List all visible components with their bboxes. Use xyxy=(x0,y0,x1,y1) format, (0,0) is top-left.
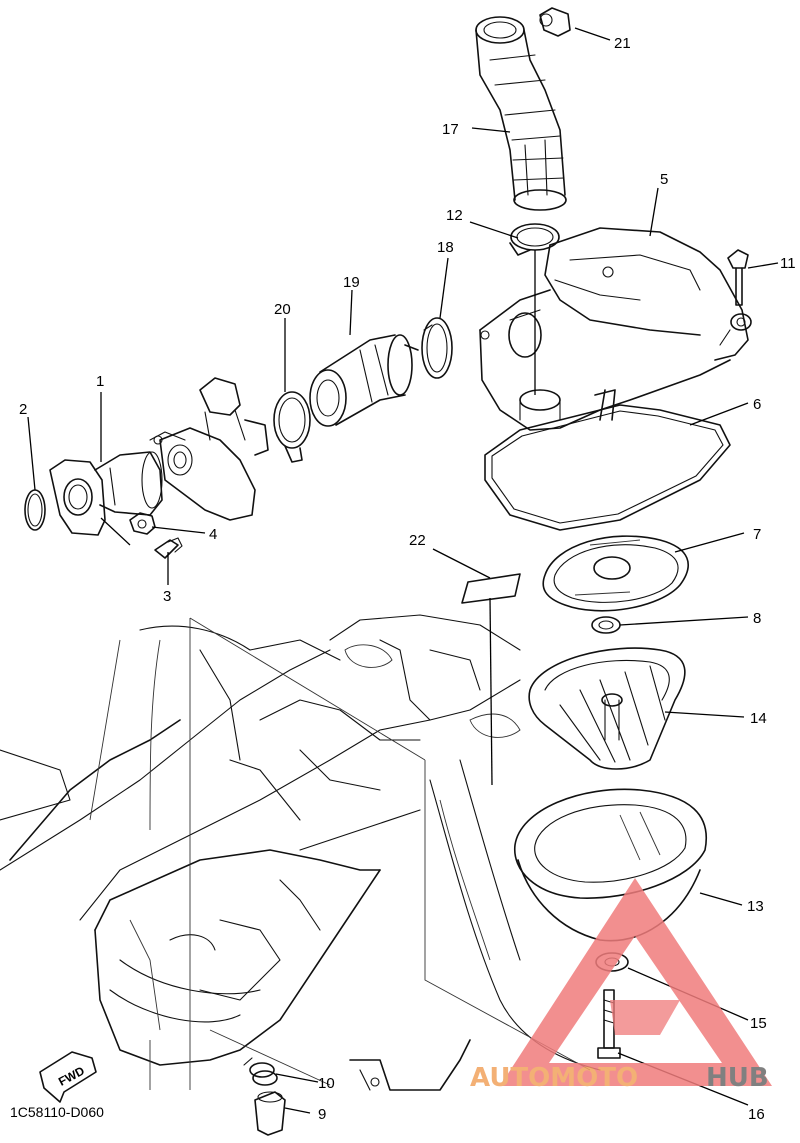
automotohub-logo: AUTOMOTO HUB xyxy=(470,878,772,1093)
grommet-8 xyxy=(591,616,621,634)
element-7 xyxy=(542,535,689,612)
seal-6 xyxy=(484,404,731,531)
callout-labels: 1 2 3 4 5 6 7 8 9 10 11 12 13 14 15 16 1… xyxy=(19,35,796,1123)
callout-9: 9 xyxy=(318,1106,326,1123)
callout-6: 6 xyxy=(753,396,761,413)
callout-2: 2 xyxy=(19,401,27,418)
logo-text-automoto: AUTOMOTO xyxy=(470,1063,638,1093)
bolt-11 xyxy=(727,249,749,306)
callout-16: 16 xyxy=(748,1106,765,1123)
callout-4: 4 xyxy=(209,526,217,543)
fitting-21 xyxy=(539,7,571,37)
frame-body xyxy=(0,614,601,1091)
callout-5: 5 xyxy=(660,171,668,188)
callout-13: 13 xyxy=(747,898,764,915)
joint-19 xyxy=(309,334,419,427)
diagram-code: 1C58110-D060 xyxy=(10,1104,104,1120)
label-22 xyxy=(461,573,521,604)
callout-3: 3 xyxy=(163,588,171,605)
element-guide-14 xyxy=(528,647,686,770)
callout-12: 12 xyxy=(446,207,463,224)
drain-plug-9 xyxy=(254,1091,286,1136)
fwd-arrow: FWD xyxy=(39,1051,97,1103)
callout-8: 8 xyxy=(753,610,761,627)
callout-22: 22 xyxy=(409,532,426,549)
clamp-20 xyxy=(273,391,311,463)
callout-18: 18 xyxy=(437,239,454,256)
callout-21: 21 xyxy=(614,35,631,52)
carburetor-joint xyxy=(24,377,269,559)
callout-1: 1 xyxy=(96,373,104,390)
callout-20: 20 xyxy=(274,301,291,318)
fwd-label: FWD xyxy=(56,1063,87,1088)
band-18 xyxy=(421,317,453,379)
callout-19: 19 xyxy=(343,274,360,291)
hose-17 xyxy=(475,16,567,211)
clip-10 xyxy=(243,1057,278,1086)
callout-7: 7 xyxy=(753,526,761,543)
logo-text-hub: HUB xyxy=(706,1063,769,1093)
callout-17: 17 xyxy=(442,121,459,138)
callout-11: 11 xyxy=(780,255,796,272)
callout-10: 10 xyxy=(318,1075,335,1092)
callout-14: 14 xyxy=(750,710,767,727)
callout-15: 15 xyxy=(750,1015,767,1032)
air-cleaner-case xyxy=(479,227,752,431)
